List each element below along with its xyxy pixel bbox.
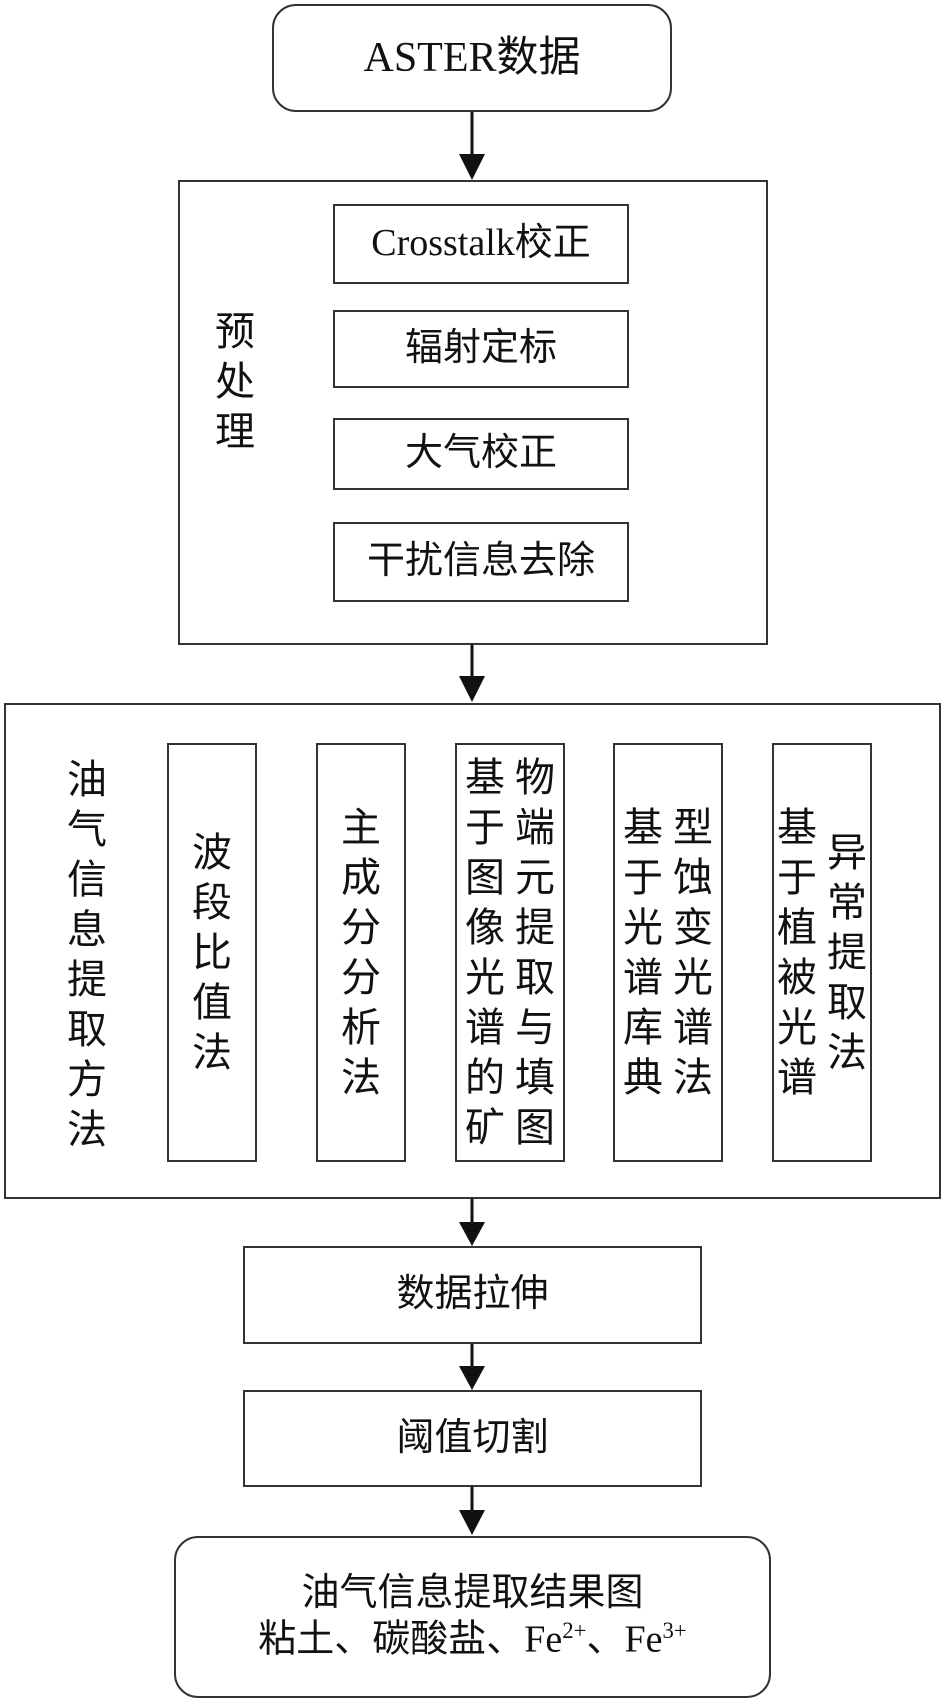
crosstalk-step: Crosstalk校正 (333, 204, 629, 284)
atmospheric-label: 大气校正 (404, 432, 557, 475)
result-line2-prefix: 粘土、碳酸盐、Fe (258, 1618, 563, 1661)
arrow-3 (459, 1198, 485, 1246)
result-node: 油气信息提取结果图 粘土、碳酸盐、Fe2+、Fe3+ (174, 1536, 771, 1698)
threshold-label: 阈值切割 (396, 1416, 549, 1459)
method-endmember-col2: 物端元提取与填图 (515, 754, 555, 1150)
arrow-5 (459, 1487, 485, 1535)
stretch-label: 数据拉伸 (396, 1273, 549, 1316)
aster-data-node: ASTER数据 (272, 4, 672, 112)
arrow-2 (459, 645, 485, 702)
method-vegetation-col1: 基于植被光谱 (777, 804, 817, 1100)
atmospheric-step: 大气校正 (333, 418, 629, 490)
method-band-ratio: 波段比值法 (167, 743, 257, 1162)
method-endmember-col1: 基于图像光谱的矿 (465, 754, 505, 1150)
method-endmember: 物端元提取与填图 基于图像光谱的矿 (455, 743, 565, 1162)
crosstalk-label: Crosstalk校正 (371, 222, 591, 265)
radiometric-label: 辐射定标 (404, 327, 557, 370)
fe2-superscript: 2+ (562, 1617, 587, 1643)
method-spectral-library-col2: 型蚀变光谱法 (673, 804, 713, 1100)
result-line2: 粘土、碳酸盐、Fe2+、Fe3+ (258, 1617, 687, 1663)
method-vegetation: 异常提取法 基于植被光谱 (772, 743, 872, 1162)
arrow-4 (459, 1344, 485, 1390)
fe3-superscript: 3+ (662, 1617, 687, 1643)
result-line1: 油气信息提取结果图 (301, 1572, 644, 1615)
result-line2-sep: 、Fe (586, 1618, 663, 1661)
method-band-ratio-label: 波段比值法 (192, 829, 232, 1075)
methods-title: 油气信息提取方法 (67, 757, 107, 1152)
method-spectral-library: 型蚀变光谱法 基于光谱库典 (613, 743, 723, 1162)
interference-step: 干扰信息去除 (333, 522, 629, 602)
method-pca-label: 主成分分析法 (341, 804, 381, 1100)
radiometric-step: 辐射定标 (333, 310, 629, 388)
arrow-1 (459, 112, 485, 180)
aster-data-label: ASTER数据 (363, 34, 581, 81)
preprocess-title: 预处理 (215, 309, 255, 454)
threshold-node: 阈值切割 (243, 1390, 702, 1487)
stretch-node: 数据拉伸 (243, 1246, 702, 1344)
method-vegetation-col2: 异常提取法 (827, 829, 867, 1075)
interference-label: 干扰信息去除 (366, 540, 595, 583)
method-pca: 主成分分析法 (316, 743, 406, 1162)
method-spectral-library-col1: 基于光谱库典 (623, 804, 663, 1100)
